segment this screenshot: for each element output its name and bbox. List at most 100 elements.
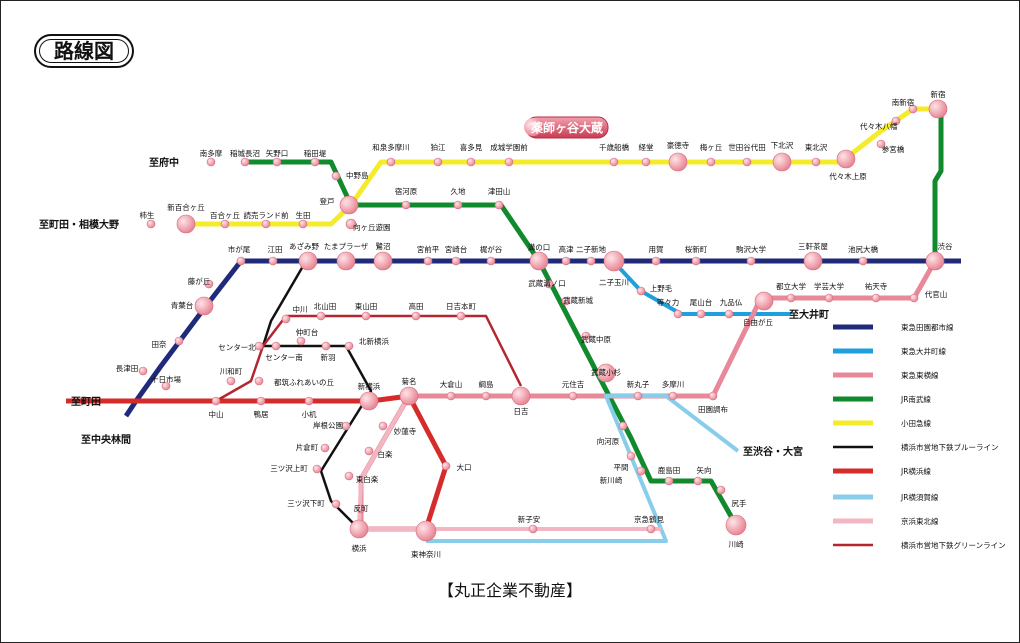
station-60-marker: [204, 279, 214, 289]
station-78-marker: [871, 293, 881, 303]
station-107-marker: [331, 499, 341, 509]
highlight-station-badge: 薬師ヶ谷大蔵: [524, 116, 609, 139]
station-110-marker: [646, 524, 656, 534]
station-39-label: 鹿島田: [658, 465, 681, 475]
station-100-marker: [321, 341, 331, 351]
station-96-marker: [456, 311, 466, 321]
station-86-label: 大倉山: [440, 379, 463, 389]
station-43-label: 市が尾: [228, 244, 251, 254]
legend-label-3: 東急東横線: [901, 370, 939, 380]
station-84-label: 日吉: [514, 407, 529, 416]
line-legend: 東急田園都市線東急大井町線東急東横線JR南武線小田急線横浜市営地下鉄ブルーライン…: [833, 322, 1006, 550]
station-75-marker: [754, 291, 774, 311]
station-79-marker: [909, 293, 919, 303]
station-81-label: 多摩川: [662, 379, 685, 389]
station-72-marker: [673, 309, 683, 319]
station-13-marker: [641, 157, 651, 167]
station-36-label: 武蔵小杉: [591, 367, 621, 377]
station-50-label: 梶が谷: [480, 244, 503, 254]
station-84-marker: [511, 386, 531, 406]
station-88-label: 白楽: [378, 449, 393, 459]
station-55-marker: [691, 256, 701, 266]
station-18-label: 東北沢: [805, 142, 828, 152]
station-83-marker: [568, 391, 578, 401]
station-10-marker: [466, 157, 476, 167]
station-19-marker: [836, 149, 856, 169]
station-48-label: 宮前平: [417, 244, 440, 254]
station-53-marker: [603, 250, 625, 272]
station-102-label: 川和町: [220, 367, 243, 376]
station-31-marker: [494, 200, 504, 210]
station-3-label: 矢野口: [266, 148, 289, 158]
station-97-label: センター北: [218, 343, 256, 352]
station-25-label: 新百合ヶ丘: [167, 202, 205, 212]
station-101-marker: [344, 341, 354, 351]
station-73-marker: [696, 309, 706, 319]
station-18-marker: [811, 157, 821, 167]
station-72-label: 等々力: [657, 297, 680, 307]
station-93-label: 北山田: [314, 301, 337, 311]
station-69-label: 菊名: [402, 376, 417, 386]
station-17-marker: [772, 152, 792, 172]
station-80-marker: [633, 391, 643, 401]
station-5-marker: [331, 171, 341, 181]
station-55-label: 桜新町: [685, 244, 708, 254]
station-7-label: 向ヶ丘遊園: [353, 222, 391, 232]
station-78-label: 祐天寺: [865, 281, 888, 291]
station-71-label: 上野毛: [650, 283, 673, 293]
station-87-label: 妙蓮寺: [394, 426, 417, 436]
station-91-label: 横浜: [352, 543, 367, 553]
station-63-marker: [138, 366, 148, 376]
station-36-marker: [596, 363, 616, 383]
station-56-marker: [746, 256, 756, 266]
station-58-label: 池尻大橋: [848, 244, 878, 254]
station-71-marker: [636, 286, 646, 296]
station-109-marker: [528, 524, 538, 534]
station-41-label: 尻手: [732, 498, 747, 508]
route-lines: [66, 106, 961, 543]
legend-label-1: 東急田園都市線: [901, 322, 954, 332]
station-104-label: 岸根公園: [313, 420, 343, 430]
station-2-marker: [240, 157, 250, 167]
station-10-label: 喜多見: [460, 142, 483, 152]
legend-label-7: JR横浜線: [900, 466, 931, 476]
station-111-marker: [636, 466, 646, 476]
station-63-label: 長津田: [116, 364, 139, 373]
station-3-marker: [272, 157, 282, 167]
station-39-marker: [664, 476, 674, 486]
station-33-label: 武蔵溝ノ口: [528, 278, 566, 288]
station-56-label: 駒沢大学: [736, 244, 766, 254]
station-61-label: 青葉台: [171, 300, 194, 310]
station-4-label: 稲田堤: [304, 148, 327, 158]
station-111-label: 新川崎: [600, 475, 623, 485]
station-54-marker: [651, 256, 661, 266]
destination-label-4: 至中央林間: [81, 433, 131, 446]
station-50-marker: [486, 256, 496, 266]
station-77-label: 学芸大学: [814, 281, 844, 291]
legend-label-4: JR南武線: [900, 394, 931, 404]
station-1-marker: [206, 157, 216, 167]
station-90-label: 反町: [354, 503, 369, 513]
station-19-label: 代々木上原: [829, 171, 867, 181]
station-24-marker: [146, 219, 156, 229]
line-yokosuka: [426, 394, 740, 543]
station-47-marker: [373, 251, 393, 271]
station-62-label: 田奈: [152, 339, 167, 349]
station-59-label: 渋谷: [938, 241, 953, 251]
station-95-marker: [411, 311, 421, 321]
destination-label-6: 至渋谷・大宮: [743, 445, 803, 458]
station-109-label: 新子安: [518, 514, 541, 524]
station-6-label: 登戸: [320, 196, 335, 206]
station-83-label: 元住吉: [562, 379, 585, 389]
station-67-label: 小机: [302, 409, 317, 419]
station-93-marker: [316, 311, 326, 321]
station-98-marker: [271, 341, 281, 351]
station-46-label: たまプラーザ: [324, 242, 369, 251]
station-97-marker: [254, 341, 264, 351]
station-7-marker: [345, 218, 357, 230]
legend-label-8: JR横須賀線: [900, 492, 939, 502]
station-15-marker: [706, 157, 716, 167]
